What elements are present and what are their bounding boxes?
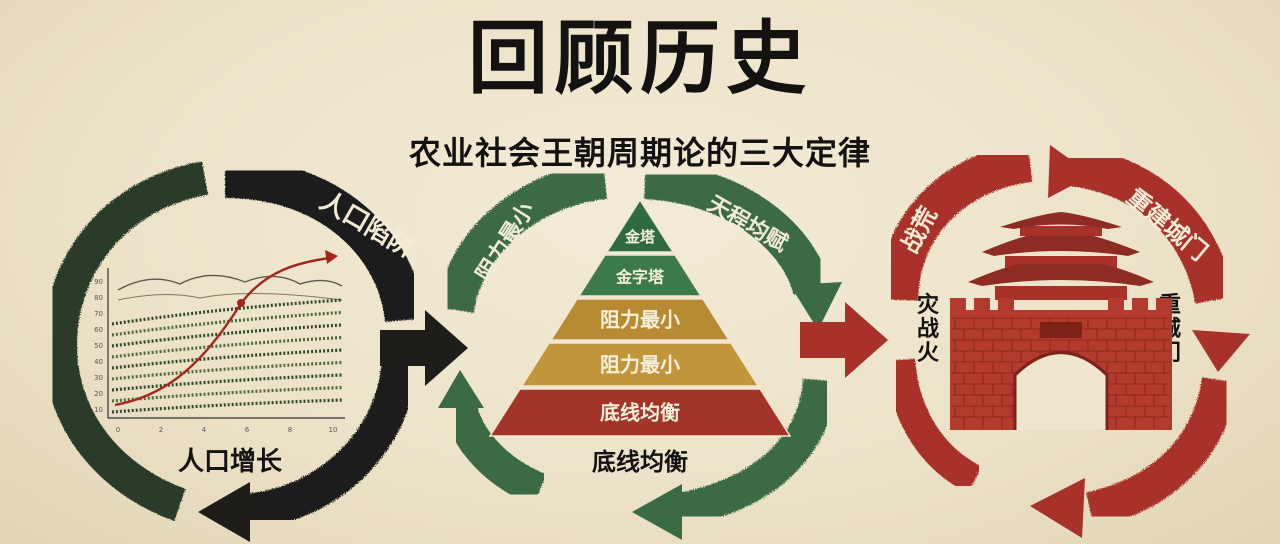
right-left-arc (878, 142, 1033, 302)
y-tick-label: 30 (94, 374, 103, 382)
x-tick-label: 6 (245, 426, 250, 434)
middle-bottom-arrowhead (632, 484, 682, 540)
middle-right-arrowhead (790, 282, 842, 330)
middle-left-lower-arc (443, 398, 547, 506)
growth-curve-arrowhead (325, 250, 338, 264)
field-row (111, 298, 343, 326)
left-top-arc (224, 158, 425, 323)
farmland-chart: 10 20 30 40 50 60 70 80 90 0 2 4 6 8 10 (94, 250, 345, 434)
pyramid-layer-label: 底线均衡 (600, 401, 680, 425)
y-tick-label: 50 (94, 342, 103, 350)
pyramid-layer (605, 198, 675, 253)
middle-to-right-arrow-shaft (800, 322, 850, 358)
field-rows (111, 298, 343, 414)
y-tick-label: 90 (94, 278, 103, 286)
left-side-arc (42, 161, 209, 522)
field-row (111, 385, 343, 403)
middle-right-lower-arc (676, 378, 837, 527)
x-tick-label: 4 (202, 426, 207, 434)
right-bottom-arrowhead (1030, 478, 1085, 538)
middle-bottom-label: 底线均衡 (592, 448, 688, 476)
middle-left-lower-arrowhead (438, 370, 484, 408)
middle-to-right-arrowhead (845, 302, 888, 378)
pyramid-layer-label: 阻力最小 (600, 308, 680, 332)
right-top-arrowhead (1048, 145, 1092, 198)
pyramid-layer (488, 388, 792, 437)
left-bottom-label: 人口增长 (178, 446, 283, 477)
y-tick-label: 40 (94, 358, 103, 366)
left-to-middle-arrowhead (425, 310, 468, 386)
right-right-arc (1085, 376, 1238, 528)
field-row (111, 398, 343, 414)
page-title: 回顾历史 (468, 11, 812, 105)
y-tick-label: 80 (94, 294, 103, 302)
right-side-left-label: 灾战火 (917, 292, 940, 366)
right-left-lower-arc (885, 358, 983, 494)
x-tick-label: 8 (288, 426, 292, 434)
pyramid-layer-label: 阻力最小 (600, 353, 680, 377)
x-tick-label: 2 (159, 426, 163, 434)
right-top-arc (1058, 145, 1235, 305)
y-tick-label: 10 (94, 406, 103, 414)
right-side-arrowhead (1192, 330, 1250, 372)
y-tick-label: 20 (94, 390, 103, 398)
population-growth-curve (114, 256, 331, 407)
field-row (111, 348, 343, 370)
pyramid-layer-label: 金字塔 (615, 268, 665, 287)
rebuild-cycle: 战荒 重建城门 灾战火 重城门 (878, 142, 1250, 538)
x-tick-label: 0 (116, 426, 120, 434)
pyramid-layer (549, 298, 731, 341)
city-gate-illustration (950, 212, 1172, 430)
x-tick-labels: 0 2 4 6 8 10 (116, 426, 338, 434)
middle-left-arc (436, 161, 608, 314)
pyramid-layer (577, 254, 703, 297)
left-bottom-arrowhead (198, 482, 250, 542)
pyramid-layer-label: 金塔 (624, 228, 656, 246)
field-row (111, 335, 343, 359)
y-tick-label: 60 (94, 326, 103, 334)
field-row (111, 323, 343, 348)
left-to-middle-arrow-shaft (380, 330, 430, 366)
page-subtitle: 农业社会王朝周期论的三大定律 (408, 134, 871, 172)
y-tick-labels: 10 20 30 40 50 60 70 80 90 (94, 278, 103, 414)
growth-curve-marker (237, 299, 245, 307)
x-tick-label: 10 (329, 426, 338, 434)
middle-right-arc (643, 161, 831, 296)
field-row (111, 360, 343, 381)
left-bottom-arc (243, 358, 418, 530)
field-row (111, 373, 343, 392)
pyramid-layer (520, 342, 760, 387)
field-row (111, 310, 343, 337)
y-tick-label: 70 (94, 310, 103, 318)
